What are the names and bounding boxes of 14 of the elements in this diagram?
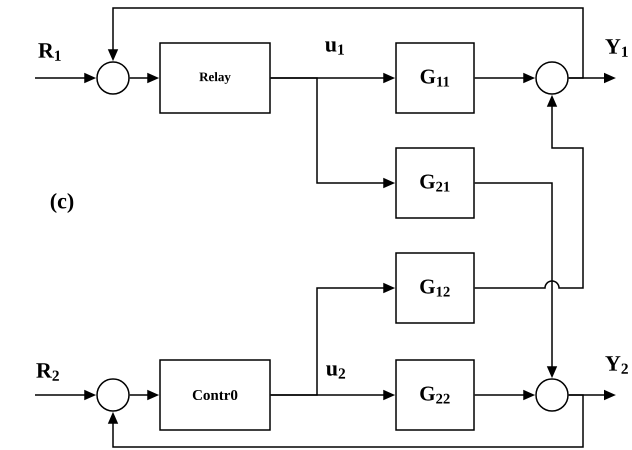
block-box: G$_{12}$ — [395, 252, 475, 324]
summing-junction — [535, 61, 569, 95]
summing-junction — [535, 378, 569, 412]
signal-label: (c) — [50, 193, 74, 213]
block-box: Contr0 — [159, 359, 271, 431]
signal-label: u$_{1}$ — [325, 41, 344, 55]
block-box: G$_{22}$ — [395, 359, 475, 431]
block-box: G$_{11}$ — [395, 42, 475, 114]
signal-label: u$_{2}$ — [326, 365, 346, 379]
summing-junction — [96, 378, 130, 412]
arrow — [108, 394, 584, 448]
block-box: Relay — [159, 42, 271, 114]
summing-junction — [96, 61, 130, 95]
block-box: G$_{21}$ — [395, 147, 475, 219]
